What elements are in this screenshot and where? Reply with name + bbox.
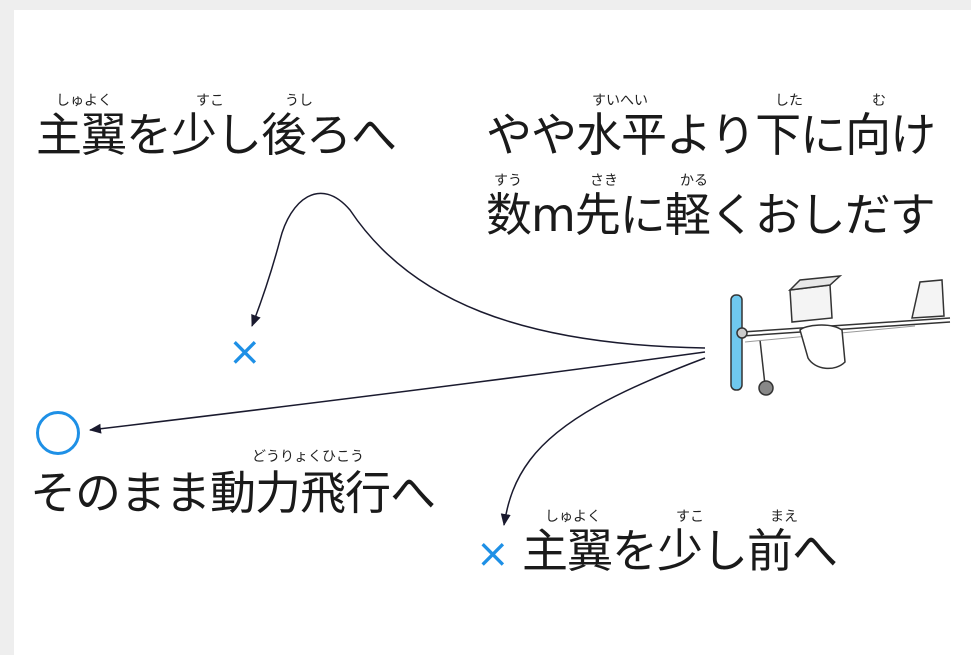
ruby-shuyoku-2: しゅよく	[545, 509, 601, 525]
ruby-douryoku: どうりょくひこう	[252, 449, 364, 465]
arrow-to-circle	[89, 351, 706, 434]
ruby-suu: すう	[494, 173, 522, 189]
ruby-saki: さき	[590, 173, 618, 189]
cross-mark-lower: ×	[476, 531, 510, 577]
ruby-mae: まえ	[770, 509, 798, 525]
ruby-karu: かる	[680, 173, 708, 189]
label-powered-flight: そのまま動力飛行へ	[30, 466, 436, 520]
cross-mark-upper: ×	[228, 329, 262, 375]
label-aim-below-horizontal: やや水平より下に向け	[486, 108, 936, 162]
ruby-suko-1: すこ	[196, 93, 224, 109]
ruby-ushi: うし	[285, 93, 313, 109]
arrow-to-upper-cross	[251, 192, 706, 349]
arrow-to-lower-cross	[500, 357, 706, 526]
ruby-suko-2: すこ	[676, 509, 704, 525]
label-wing-back: 主翼を少し後ろへ	[36, 108, 397, 162]
ruby-suihei: すいへい	[592, 93, 648, 109]
circle-mark	[36, 411, 80, 455]
label-wing-forward: 主翼を少し前へ	[522, 524, 838, 578]
ruby-mu: む	[872, 93, 886, 109]
label-push-gently: 数m先に軽くおしだす	[486, 188, 936, 242]
airplane-illustration	[730, 275, 951, 396]
ruby-shuyoku-1: しゅよく	[56, 93, 112, 109]
ruby-shita: した	[775, 93, 803, 109]
